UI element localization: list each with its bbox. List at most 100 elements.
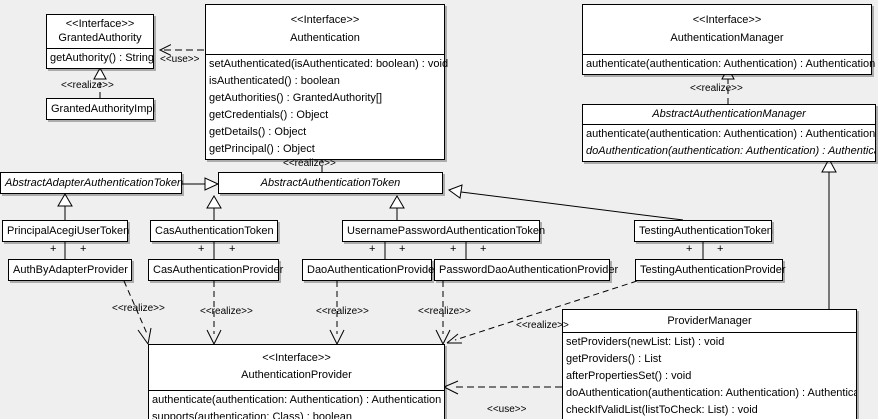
divider: [583, 124, 875, 125]
class-abstract-authentication-manager[interactable]: AbstractAuthenticationManager authentica…: [582, 104, 876, 162]
class-principal-acegi-user-token[interactable]: PrincipalAcegiUserToken: [2, 220, 130, 242]
class-name: PasswordDaoAuthenticationProvider: [439, 264, 619, 276]
edge-abstractadaptertoken-extends-abstracttoken: [182, 177, 220, 191]
class-testing-authentication-provider[interactable]: TestingAuthenticationProvider: [635, 259, 786, 281]
class-testing-authentication-token[interactable]: TestingAuthenticationToken: [634, 220, 773, 242]
operation: getDetails() : Object: [209, 126, 307, 138]
operations-compartment: getAuthority() : String: [47, 49, 154, 68]
edge-providermanager-uses-authenticationprovider: [443, 380, 562, 395]
operation: supports(authentication: Class) : boolea…: [152, 411, 352, 419]
class-name: Authentication: [290, 32, 360, 44]
edge-label-realize-abstractauthenticationtoken: <<realize>>: [283, 158, 336, 169]
class-granted-authority-impl[interactable]: GrantedAuthorityImpl: [46, 98, 155, 120]
edge-label-realize-casauthenticationprovider: <<realize>>: [200, 306, 253, 317]
operation: authenticate(authentication: Authenticat…: [586, 58, 876, 70]
stereotype-label: <<Interface>>: [290, 14, 360, 26]
class-name: PrincipalAcegiUserToken: [7, 225, 130, 237]
stereotype-label: <<Interface>>: [262, 352, 331, 364]
operations-compartment: authenticate(authentication: Authenticat…: [149, 391, 444, 419]
assoc-multiplicity: +: [198, 243, 205, 255]
class-header: <<Interface>> AuthenticationProvider: [149, 345, 444, 390]
class-header: <<Interface>> GrantedAuthority: [47, 15, 153, 48]
edge-label-use-authentication-grantedauthority: <<use>>: [160, 54, 200, 65]
operation: getAuthorities() : GrantedAuthority[]: [209, 92, 383, 104]
edge-providermanager-extends-abstractauthenticationmanager: [821, 157, 837, 309]
operation: authenticate(authentication: Authenticat…: [586, 128, 876, 140]
operation: getCredentials() : Object: [209, 109, 329, 121]
class-name: AbstractAuthenticationToken: [260, 177, 401, 189]
stereotype-label: <<Interface>>: [65, 18, 135, 30]
assoc-multiplicity: +: [80, 243, 87, 255]
edge-principalacegiusertoken-extends-abstractadaptertoken: [57, 193, 73, 220]
assoc-multiplicity: +: [50, 243, 57, 255]
assoc-multiplicity: +: [717, 243, 724, 255]
operation: getProviders() : List: [566, 353, 662, 365]
class-name: GrantedAuthorityImpl: [51, 103, 155, 115]
class-name: DaoAuthenticationProvider: [307, 264, 438, 276]
assoc-multiplicity: +: [399, 243, 406, 255]
assoc-multiplicity: +: [686, 243, 693, 255]
class-password-dao-authentication-provider[interactable]: PasswordDaoAuthenticationProvider: [434, 259, 619, 281]
class-name: CasAuthenticationToken: [155, 225, 274, 237]
operation: getPrincipal() : Object: [209, 143, 315, 155]
assoc-multiplicity: +: [229, 243, 236, 255]
edge-label-realize-daoauthenticationprovider: <<realize>>: [316, 306, 369, 317]
edge-label-realize-authbyadapterprovider: <<realize>>: [112, 303, 165, 314]
edge-usernamepasswordtoken-extends-abstracttoken: [389, 195, 405, 220]
operations-compartment: setAuthenticated(isAuthenticated: boolea…: [206, 55, 449, 159]
divider: [563, 332, 856, 333]
edge-testingauthenticationtoken-extends-abstracttoken: [447, 184, 684, 221]
class-name: AbstractAdapterAuthenticationToken: [5, 177, 184, 189]
class-provider-manager[interactable]: ProviderManager setProviders(newList: Li…: [562, 309, 857, 419]
operation: setProviders(newList: List) : void: [566, 336, 725, 348]
operations-compartment: setProviders(newList: List) : void getPr…: [563, 333, 856, 419]
operation: setAuthenticated(isAuthenticated: boolea…: [209, 58, 449, 70]
edge-label-realize-passworddaoauthenticationprovider: <<realize>>: [418, 306, 471, 317]
divider: [149, 390, 444, 391]
class-granted-authority[interactable]: <<Interface>> GrantedAuthority getAuthor…: [46, 14, 154, 69]
class-abstract-adapter-authentication-token[interactable]: AbstractAdapterAuthenticationToken: [0, 172, 184, 194]
operation: isAuthenticated() : boolean: [209, 75, 340, 87]
edge-label-realize-grantedauthorityimpl: <<realize>>: [61, 80, 114, 91]
class-abstract-authentication-token[interactable]: AbstractAuthenticationToken: [218, 172, 443, 194]
operation: checkIfValidList(listToCheck: List) : vo…: [566, 404, 758, 416]
operations-compartment: authenticate(authentication: Authenticat…: [583, 125, 875, 161]
operation: afterPropertiesSet() : void: [566, 370, 692, 382]
class-header: <<Interface>> Authentication: [206, 5, 444, 54]
stereotype-label: <<Interface>>: [692, 14, 762, 26]
operation: authenticate(authentication: Authenticat…: [152, 394, 442, 406]
class-authentication[interactable]: <<Interface>> Authentication setAuthenti…: [205, 4, 449, 160]
class-username-password-authentication-token[interactable]: UsernamePasswordAuthenticationToken: [342, 220, 546, 242]
class-name: AbstractAuthenticationManager: [652, 108, 806, 120]
assoc-multiplicity: +: [480, 243, 487, 255]
operations-compartment: authenticate(authentication: Authenticat…: [583, 55, 876, 74]
class-name: TestingAuthenticationToken: [639, 225, 773, 237]
class-name: UsernamePasswordAuthenticationToken: [347, 225, 546, 237]
class-name: AuthenticationProvider: [241, 369, 352, 381]
operation: doAuthentication(authentication: Authent…: [586, 145, 876, 157]
class-dao-authentication-provider[interactable]: DaoAuthenticationProvider: [302, 259, 438, 281]
class-authentication-provider[interactable]: <<Interface>> AuthenticationProvider aut…: [148, 344, 445, 419]
class-header: <<Interface>> AuthenticationManager: [583, 5, 871, 54]
class-name: ProviderManager: [667, 315, 752, 327]
class-cas-authentication-provider[interactable]: CasAuthenticationProvider: [148, 259, 284, 281]
class-name: AuthByAdapterProvider: [13, 264, 128, 276]
assoc-multiplicity: +: [369, 243, 376, 255]
class-auth-by-adapter-provider[interactable]: AuthByAdapterProvider: [8, 259, 132, 281]
divider: [47, 48, 153, 49]
class-authentication-manager[interactable]: <<Interface>> AuthenticationManager auth…: [582, 4, 876, 75]
edge-label-realize-abstractauthenticationmanager: <<realize>>: [690, 83, 743, 94]
class-name: AuthenticationManager: [670, 32, 784, 44]
operation: doAuthentication(authentication: Authent…: [566, 387, 857, 399]
class-cas-authentication-token[interactable]: CasAuthenticationToken: [150, 220, 278, 242]
assoc-multiplicity: +: [450, 243, 457, 255]
edge-casauthenticationtoken-extends-abstracttoken: [206, 195, 222, 220]
edge-label-use-providermanager-authenticationprovider: <<use>>: [487, 404, 527, 415]
class-name: TestingAuthenticationProvider: [640, 264, 786, 276]
class-name: CasAuthenticationProvider: [153, 264, 284, 276]
operation: getAuthority() : String: [50, 52, 154, 64]
edge-label-realize-testingauthenticationprovider: <<realize>>: [516, 320, 569, 331]
divider: [206, 54, 444, 55]
divider: [583, 54, 871, 55]
